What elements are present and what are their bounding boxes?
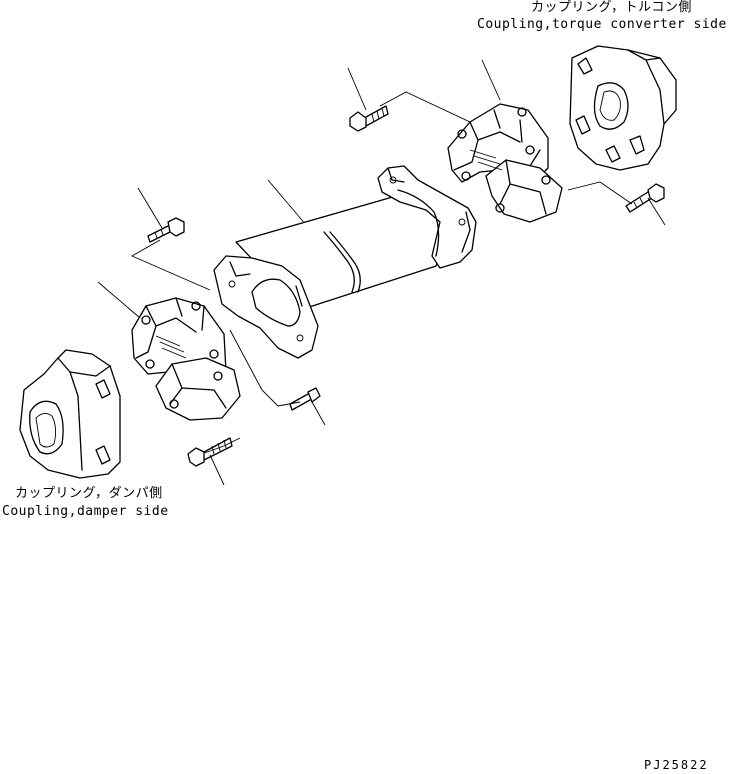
torque-converter-flange [569, 45, 677, 171]
drawing-code: PJ25822 [644, 758, 709, 772]
bolt-upper-left [147, 217, 185, 243]
damper-side-label-jp: カップリング，ダンパ側 [15, 486, 163, 501]
torque-converter-side-label-jp: カップリング，トルコン側 [531, 0, 692, 15]
torque-converter-side-yoke [447, 103, 563, 223]
damper-flange [19, 349, 121, 479]
damper-side-yoke [131, 297, 241, 421]
drive-shaft-tube [213, 165, 477, 359]
damper-side-label: Coupling,damper side [2, 504, 169, 519]
torque-converter-side-label: Coupling,torque converter side [477, 17, 727, 32]
leader-lines [97, 59, 666, 486]
bolt-lower-left [187, 437, 233, 467]
bolt-right [625, 183, 665, 213]
grease-fitting [289, 387, 321, 411]
bolt-upper [349, 105, 389, 132]
